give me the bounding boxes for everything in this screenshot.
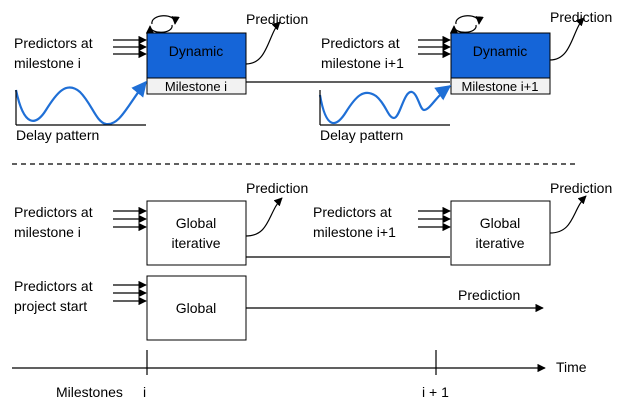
top-left-dynamic-block: Predictors at milestone i Dynamic Milest… [14, 11, 308, 143]
middle-right-global-iterative: Predictors at milestone i+1 Global itera… [313, 180, 612, 266]
delay-pattern-label: Delay pattern [16, 127, 99, 143]
timeline: Time Milestones i i + 1 [12, 350, 587, 400]
milestone-label: Milestone i+1 [462, 79, 539, 94]
cycle-icon [145, 15, 180, 34]
bottom-predictors-line2: project start [14, 298, 87, 314]
dynamic-model-label: Dynamic [473, 43, 527, 59]
middle-right-predictors-line2: milestone i+1 [313, 224, 396, 240]
middle-left-prediction-label: Prediction [246, 180, 308, 196]
milestone-box [146, 77, 247, 95]
dynamic-model-box [146, 32, 247, 79]
global-iterative-label-line2: iterative [171, 235, 220, 251]
prediction-arrow [245, 21, 281, 65]
dynamic-model-box [450, 32, 551, 79]
bottom-global-block: Predictors at project start Global Predi… [14, 275, 544, 341]
global-iterative-box [450, 200, 551, 266]
top-right-predictors-line2: milestone i+1 [321, 55, 404, 71]
delay-pattern-label: Delay pattern [320, 127, 403, 143]
top-right-prediction-label: Prediction [550, 9, 612, 25]
bottom-prediction-label: Prediction [458, 287, 520, 303]
tick-i1-label: i + 1 [422, 384, 449, 400]
milestones-label: Milestones [56, 384, 123, 400]
global-iterative-label-line2: iterative [475, 235, 524, 251]
middle-left-global-iterative: Predictors at milestone i Global iterati… [14, 180, 308, 266]
top-right-dynamic-block: Predictors at milestone i+1 Dynamic Mile… [318, 9, 612, 143]
prediction-arrow [549, 17, 585, 61]
middle-right-predictors-line1: Predictors at [313, 204, 392, 220]
prediction-arrow [245, 197, 283, 237]
global-iterative-label-line1: Global [480, 215, 520, 231]
dynamic-model-label: Dynamic [169, 43, 223, 59]
global-model-box [146, 275, 247, 341]
middle-right-prediction-label: Prediction [550, 180, 612, 196]
top-left-predictors-line2: milestone i [14, 55, 81, 71]
global-model-label: Global [176, 300, 216, 316]
delay-pattern-wave [14, 80, 147, 126]
milestone-label: Milestone i [165, 79, 227, 94]
bottom-predictors-line1: Predictors at [14, 278, 93, 294]
prediction-arrow [549, 195, 587, 234]
middle-left-predictors-line1: Predictors at [14, 204, 93, 220]
tick-i-label: i [143, 384, 146, 400]
top-right-predictors-line1: Predictors at [321, 35, 400, 51]
top-left-prediction-label: Prediction [246, 11, 308, 27]
global-iterative-label-line1: Global [176, 215, 216, 231]
time-axis-label: Time [556, 359, 587, 375]
delay-pattern-wave [318, 85, 452, 125]
global-iterative-box [146, 200, 247, 266]
cycle-icon [449, 15, 484, 34]
middle-left-predictors-line2: milestone i [14, 224, 81, 240]
top-left-predictors-line1: Predictors at [14, 35, 93, 51]
